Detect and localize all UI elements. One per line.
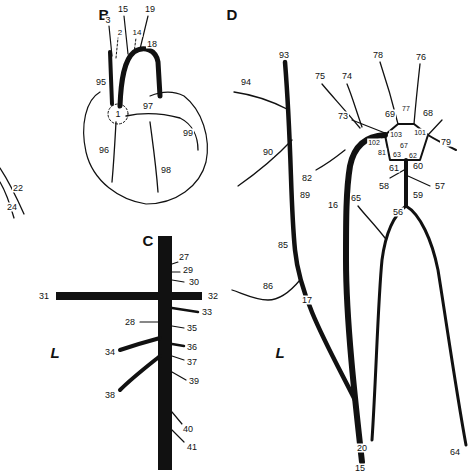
callout-number: 85 [277, 241, 289, 250]
callout-number: 14 [132, 29, 143, 37]
callout-number: 79 [440, 138, 452, 147]
callout-number: 56 [392, 208, 404, 217]
callout-number: 64 [449, 448, 461, 457]
callout-number: 96 [98, 146, 110, 155]
callout-number: 65 [350, 194, 362, 203]
callout-number: 81 [377, 149, 387, 156]
callout-number: 40 [182, 425, 194, 434]
callout-number: 27 [178, 253, 190, 262]
callout-number: 74 [341, 72, 353, 81]
callout-number: 69 [384, 110, 396, 119]
callout-number: 82 [301, 174, 313, 183]
callout-number: 20 [356, 444, 368, 453]
callout-number: 57 [434, 182, 446, 191]
callout-number: 17 [301, 296, 313, 305]
callout-number: 90 [262, 148, 274, 157]
callout-number: 103 [389, 131, 403, 138]
callout-number: 34 [104, 348, 116, 357]
callout-number: 19 [144, 5, 156, 14]
callout-number: 62 [408, 152, 418, 159]
callout-number: 58 [378, 182, 390, 191]
callout-number: 101 [413, 129, 427, 136]
callout-number: 32 [207, 292, 219, 301]
callout-number: 2 [117, 29, 123, 37]
callout-number: 59 [412, 191, 424, 200]
callout-number: 75 [314, 72, 326, 81]
callout-number: 18 [146, 40, 158, 49]
callout-number: 1 [114, 110, 121, 119]
callout-number: 77 [401, 105, 411, 112]
callout-number: 95 [95, 78, 107, 87]
callout-number: 60 [412, 162, 424, 171]
callout-number: 39 [188, 377, 200, 386]
callout-number: 38 [104, 391, 116, 400]
callout-number: 99 [182, 129, 194, 138]
callout-number: 73 [337, 112, 349, 121]
callout-number: 61 [388, 164, 400, 173]
panel-letter: C [142, 233, 155, 248]
callout-number: 28 [124, 318, 136, 327]
callout-number: 63 [392, 151, 402, 158]
callout-number: 31 [38, 292, 50, 301]
callout-number: 67 [399, 142, 409, 149]
side-letter: L [274, 345, 285, 360]
callout-number: 35 [186, 324, 198, 333]
callout-number: 16 [327, 201, 339, 210]
callout-number: 29 [182, 266, 194, 275]
callout-number: 86 [262, 282, 274, 291]
callout-number: 22 [12, 184, 24, 193]
side-letter: L [49, 345, 60, 360]
callout-number: 37 [186, 358, 198, 367]
callout-number: 76 [415, 53, 427, 62]
callout-number: 15 [354, 464, 366, 473]
callout-number: 30 [188, 278, 200, 287]
panel-letter: D [226, 7, 239, 22]
callout-number: 98 [160, 166, 172, 175]
callout-number: 89 [299, 191, 311, 200]
callout-number: 97 [142, 102, 154, 111]
callout-number: 15 [117, 5, 129, 14]
callout-number: 94 [240, 78, 252, 87]
callout-number: 33 [201, 308, 213, 317]
callout-number: 3 [104, 16, 111, 25]
callout-number: 68 [422, 109, 434, 118]
callout-number: 93 [278, 51, 290, 60]
callout-number: 41 [186, 443, 198, 452]
callout-number: 24 [6, 203, 18, 212]
callout-number: 78 [372, 51, 384, 60]
callout-number: 36 [186, 343, 198, 352]
callout-number: 102 [367, 139, 381, 146]
